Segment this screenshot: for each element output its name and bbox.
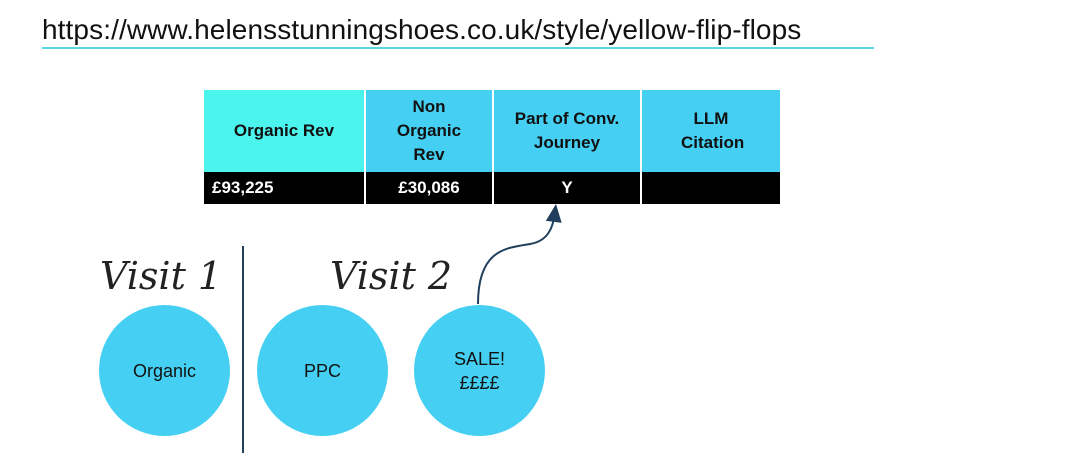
page-url[interactable]: https://www.helensstunningshoes.co.uk/st… xyxy=(42,14,802,45)
visit-1-label: Visit 1 xyxy=(100,254,223,298)
table-header-row: Organic Rev Non Organic Rev Part of Conv… xyxy=(204,90,780,172)
header-conv-journey-text: Part of Conv. Journey xyxy=(514,109,620,152)
url-underline xyxy=(42,47,874,49)
header-llm-citation: LLM Citation xyxy=(641,90,780,172)
sale-circle-line2: ££££ xyxy=(459,372,500,393)
cell-organic-rev: £93,225 xyxy=(204,172,366,204)
header-conv-journey: Part of Conv. Journey xyxy=(493,90,642,172)
organic-circle: Organic xyxy=(99,305,230,436)
header-organic-rev: Organic Rev xyxy=(204,90,366,172)
ppc-circle-label: PPC xyxy=(303,360,341,381)
sale-circle: SALE! ££££ xyxy=(414,305,545,436)
cell-non-organic-rev: £30,086 xyxy=(365,172,494,204)
sale-circle-line1: SALE! xyxy=(453,348,506,369)
header-non-organic-rev: Non Organic Rev xyxy=(365,90,494,172)
cell-conv-journey: Y xyxy=(493,172,642,204)
metrics-table: Organic Rev Non Organic Rev Part of Conv… xyxy=(204,90,780,204)
organic-circle-label: Organic xyxy=(132,360,197,381)
table-row: £93,225 £30,086 Y xyxy=(204,172,780,204)
visit-divider xyxy=(242,246,244,453)
ppc-circle: PPC xyxy=(257,305,388,436)
header-non-organic-rev-text: Non Organic Rev xyxy=(396,97,462,164)
cell-llm-citation xyxy=(641,172,780,204)
visit-2-label: Visit 2 xyxy=(330,254,453,298)
header-llm-citation-text: LLM Citation xyxy=(681,109,745,152)
